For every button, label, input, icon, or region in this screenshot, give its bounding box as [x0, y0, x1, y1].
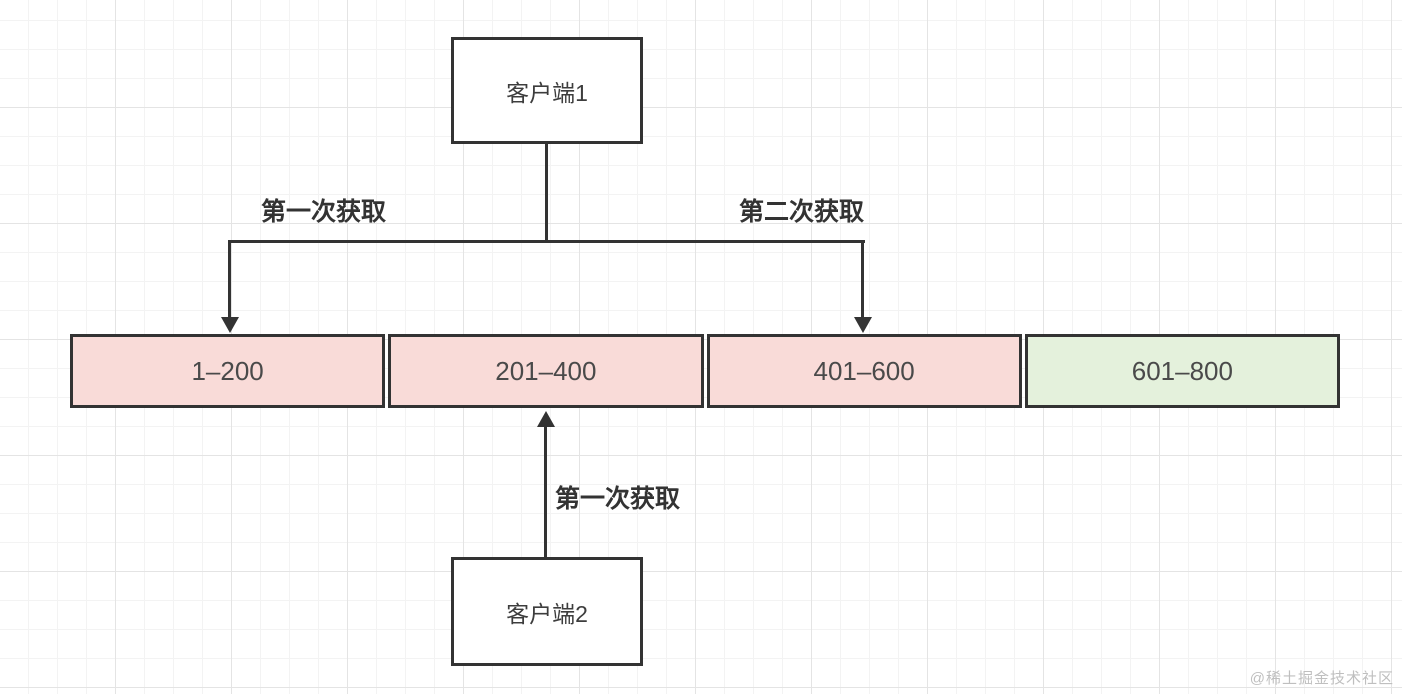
connector-right-drop	[861, 240, 864, 320]
arrowhead-up-icon	[537, 411, 555, 427]
watermark: @稀土掘金技术社区	[1249, 670, 1394, 687]
segment-1-200: 1–200	[70, 334, 386, 408]
connector-branch-horizontal	[228, 240, 865, 243]
arrowhead-right-down-icon	[854, 317, 872, 333]
connector-client1-stem	[545, 144, 548, 243]
arrowhead-left-down-icon	[221, 317, 239, 333]
client2-label: 客户端2	[506, 600, 588, 627]
edge-label-first-fetch-left: 第一次获取	[261, 198, 387, 226]
edge-label-second-fetch-right: 第二次获取	[739, 198, 865, 226]
client1-label: 客户端1	[506, 79, 588, 106]
segment-601-800: 601–800	[1024, 334, 1340, 408]
client1-node: 客户端1	[451, 37, 643, 144]
client2-node: 客户端2	[451, 557, 643, 666]
edge-label-first-fetch-bottom: 第一次获取	[555, 485, 681, 513]
connector-client2-up	[544, 427, 547, 557]
segment-201-400: 201–400	[388, 334, 704, 408]
segment-401-600: 401–600	[706, 334, 1022, 408]
segment-bar: 1–200 201–400 401–600 601–800	[70, 334, 1340, 408]
connector-left-drop	[228, 240, 231, 320]
